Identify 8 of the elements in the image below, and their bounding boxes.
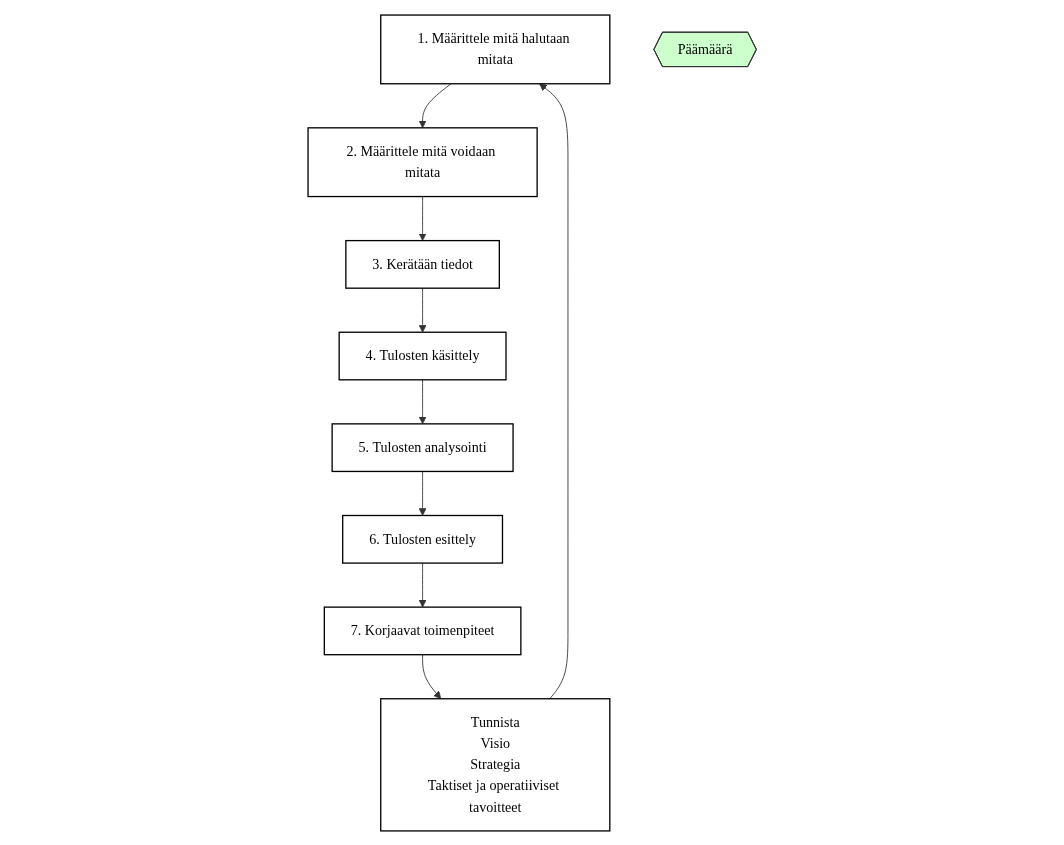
node-box: 5. Tulosten analysointi (331, 422, 514, 472)
node-box: 2. Määrittele mitä voidaan mitata (307, 126, 538, 197)
node-box: 1. Määrittele mitä halutaan mitata (379, 13, 611, 84)
node-box: 4. Tulosten käsittely (338, 331, 507, 380)
node-box: Tunnista Visio Strategia Taktiset ja operatiiviset tavoitteet (379, 697, 611, 832)
node-box: 3. Kerätään tiedot (345, 239, 500, 289)
node-box: 7. Korjaavat toimenpiteet (323, 606, 522, 655)
node-box: 6. Tulosten esittely (341, 514, 503, 564)
